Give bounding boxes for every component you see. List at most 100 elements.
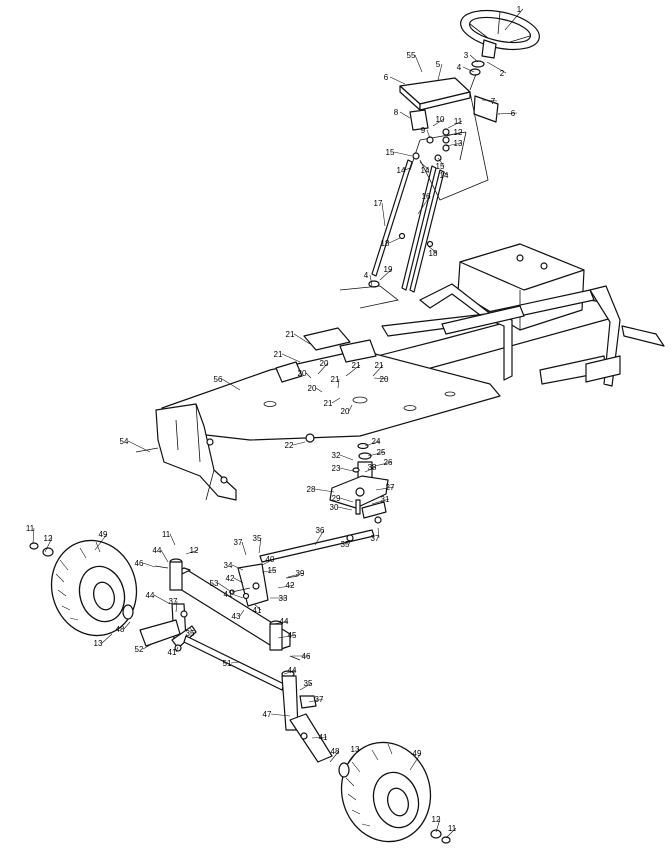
callout-label: 20 <box>320 359 329 368</box>
callout-leader <box>497 112 518 115</box>
callout-leader <box>345 364 361 377</box>
callout-label: 21 <box>331 375 340 384</box>
callout-leader <box>426 129 431 139</box>
callout-leader <box>337 506 353 511</box>
callout-leader <box>94 533 108 551</box>
callout-leader <box>447 120 463 129</box>
callout-leader <box>337 378 340 389</box>
callout-leader <box>299 682 313 691</box>
tie-rod-upper <box>259 529 375 563</box>
callout-label: 13 <box>454 139 463 148</box>
callout-leader <box>393 151 413 157</box>
callout-leader <box>221 378 241 391</box>
callout-leader <box>445 142 463 147</box>
callout-label: 49 <box>99 530 108 539</box>
callout-leader <box>169 533 176 546</box>
misc-fasteners <box>135 447 301 661</box>
callout-label: 20 <box>380 375 389 384</box>
callout-label: 41 <box>319 733 328 742</box>
callout-leader <box>292 441 306 446</box>
callout-label: 10 <box>436 115 445 124</box>
callout-leader <box>277 584 295 589</box>
callout-label: 53 <box>210 579 219 588</box>
callout-leader <box>185 549 199 555</box>
callout-leader <box>364 440 381 447</box>
callout-label: 22 <box>285 441 294 450</box>
callout-label: 1 <box>517 5 522 14</box>
callout-label: 6 <box>384 73 389 82</box>
callout-label: 43 <box>232 612 241 621</box>
callout-label: 42 <box>286 581 295 590</box>
callout-leader <box>339 497 354 503</box>
callout-label: 12 <box>432 815 441 824</box>
callout-label: 18 <box>381 239 390 248</box>
callout-label: 19 <box>384 265 393 274</box>
callout-label: 21 <box>324 399 333 408</box>
callout-label: 40 <box>266 555 275 564</box>
callout-label: 41 <box>168 648 177 657</box>
callout-leader <box>189 627 195 634</box>
callout-label: 3 <box>464 51 469 60</box>
callout-label: 15 <box>386 148 395 157</box>
callout-leader <box>419 161 430 171</box>
callout-label: 48 <box>331 747 340 756</box>
callout-leader <box>389 76 406 85</box>
dashboard-plate <box>399 77 500 131</box>
callout-label: 11 <box>448 824 457 833</box>
callout-leader <box>127 440 151 453</box>
steering-hub <box>469 60 485 91</box>
callout-leader <box>277 634 297 639</box>
callout-leader <box>273 620 289 625</box>
callout-label: 13 <box>94 639 103 648</box>
callout-label: 8 <box>394 108 399 117</box>
callout-label: 4 <box>457 63 462 72</box>
callout-leader <box>409 752 422 771</box>
callout-label: 55 <box>407 51 416 60</box>
callout-leader <box>270 713 291 717</box>
callout-label: 52 <box>135 645 144 654</box>
callout-leader <box>504 8 524 31</box>
callout-label: 41 <box>224 590 233 599</box>
callout-leader <box>261 569 277 573</box>
callout-label: 49 <box>413 749 422 758</box>
callout-leader <box>427 245 438 254</box>
callout-label: 45 <box>288 631 297 640</box>
callout-label: 16 <box>422 192 431 201</box>
callout-leader <box>287 572 305 578</box>
tie-rod-lower <box>183 635 285 691</box>
callout-leader <box>314 529 325 546</box>
callout-leader <box>283 669 297 675</box>
callout-leader <box>153 594 171 605</box>
callout-label: 17 <box>374 199 383 208</box>
callout-label: 36 <box>316 526 325 535</box>
callout-leader <box>404 167 411 171</box>
callout-leader <box>439 169 449 176</box>
callout-label: 42 <box>226 574 235 583</box>
callout-label: 35 <box>341 540 350 549</box>
callout-label: 27 <box>386 483 395 492</box>
callout-label: 37 <box>371 534 380 543</box>
callout-leader <box>123 621 131 630</box>
callout-label: 37 <box>169 597 178 606</box>
callout-leader <box>373 377 389 380</box>
callout-label: 21 <box>375 361 384 370</box>
callout-label: 48 <box>116 625 125 634</box>
callout-label: 38 <box>368 463 377 472</box>
callout-label: 44 <box>153 546 162 555</box>
callout-label: 20 <box>298 369 307 378</box>
callout-label: 26 <box>384 458 393 467</box>
callout-label: 11 <box>26 524 35 533</box>
callout-label: 44 <box>280 617 289 626</box>
callout-label: 20 <box>341 407 350 416</box>
callout-label: 46 <box>302 652 311 661</box>
callout-leader <box>315 387 323 393</box>
callout-leader <box>469 54 479 63</box>
callout-leader <box>388 237 401 244</box>
callout-label: 21 <box>286 330 295 339</box>
callout-label: 25 <box>377 448 386 457</box>
callout-label: 13 <box>351 745 360 754</box>
main-frame <box>155 243 665 501</box>
callout-leader <box>331 397 341 404</box>
callout-leader <box>258 537 262 554</box>
